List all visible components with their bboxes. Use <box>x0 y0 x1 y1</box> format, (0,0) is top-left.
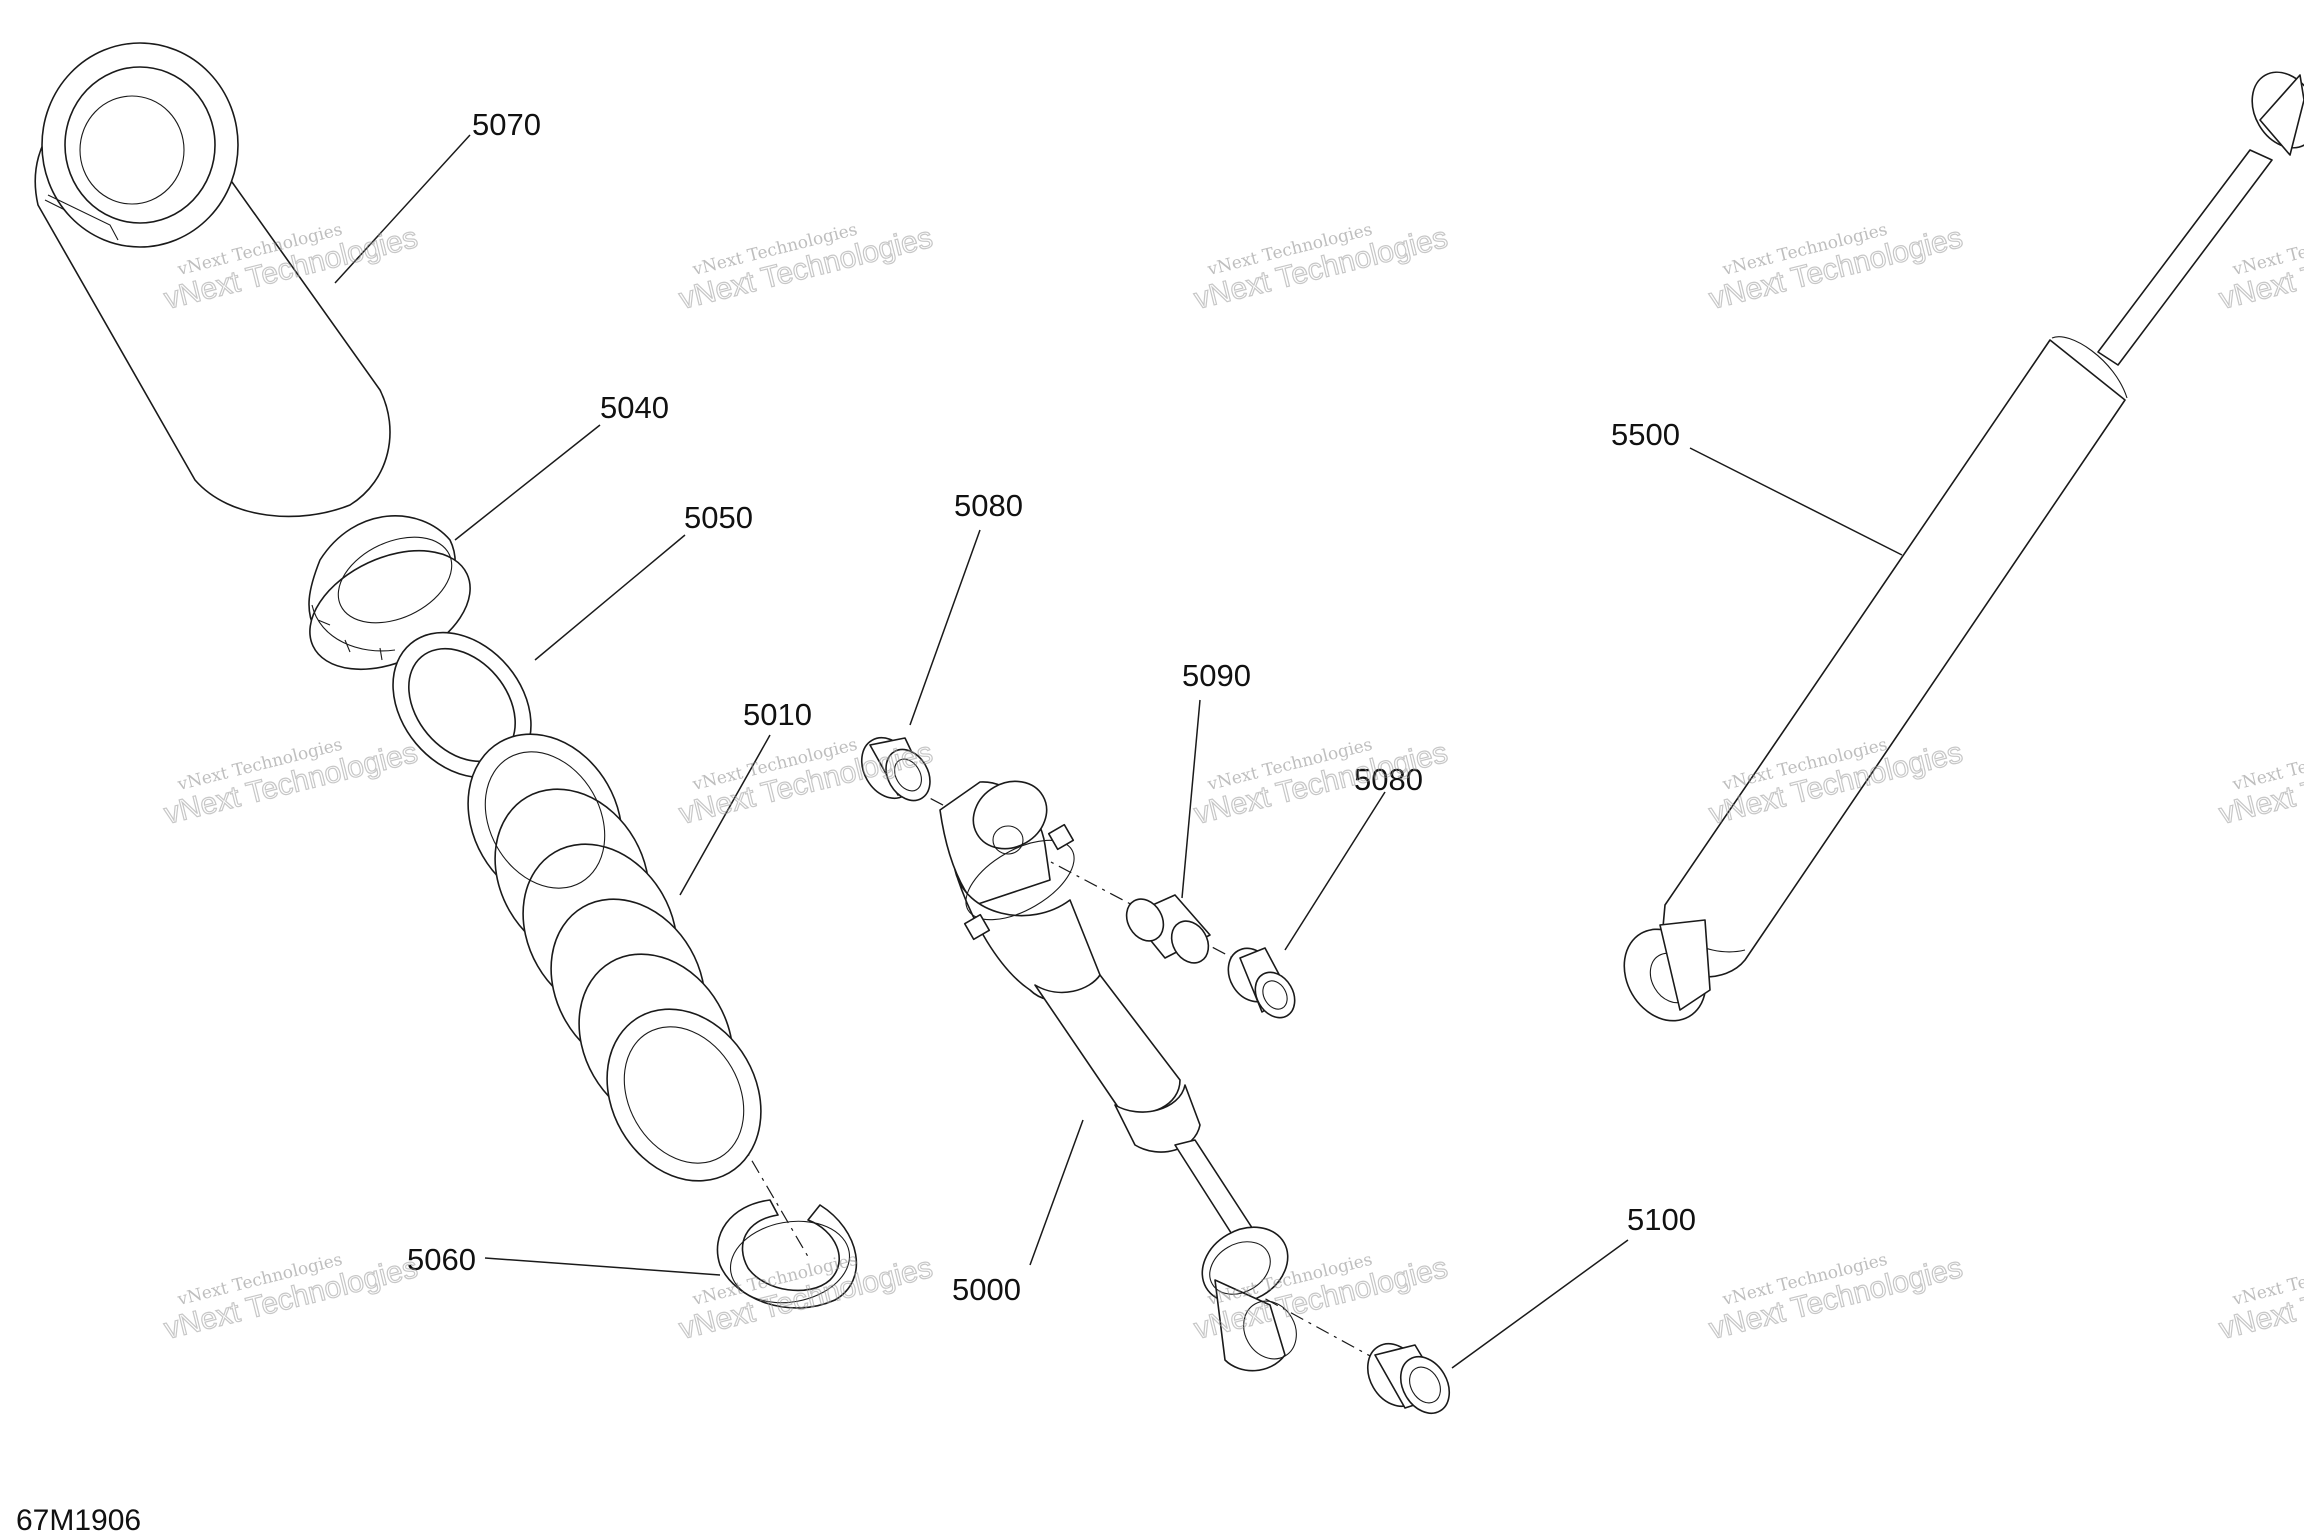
leader-5050 <box>534 534 686 661</box>
part-5070-sleeve <box>34 42 391 518</box>
leader-5040 <box>454 424 601 541</box>
leader-5080b <box>1284 791 1386 951</box>
leader-5000 <box>1029 1119 1084 1266</box>
watermark-tile: vNext Technologies vNext Technologies <box>160 1250 421 1347</box>
part-5500-shock-assembly <box>1623 71 2304 1022</box>
part-5060-split-retainer <box>716 1199 858 1309</box>
part-5080-bushing-top <box>860 737 931 802</box>
watermark-tile: vNext Technologies vNext Technologies <box>2215 735 2304 832</box>
part-5010-coil-spring <box>467 733 762 1182</box>
callout-5500: 5500 <box>1611 417 1680 452</box>
leader-5500 <box>1689 447 1903 556</box>
watermark-tile: vNext Technologies vNext Technologies <box>160 735 421 832</box>
leader-5070 <box>334 134 471 284</box>
part-5090-spacer <box>1125 894 1211 964</box>
callout-5080-top: 5080 <box>954 488 1023 523</box>
watermark-tile: vNext Technologies vNext Technologies <box>1190 735 1451 832</box>
watermark-tile: vNext Technologies vNext Technologies <box>1705 1250 1966 1347</box>
part-5080-bushing-side <box>1227 947 1296 1019</box>
leader-5090 <box>1181 699 1201 899</box>
callout-5060: 5060 <box>407 1242 476 1277</box>
callout-5090: 5090 <box>1182 658 1251 693</box>
leader-5100 <box>1451 1239 1629 1369</box>
watermark-tile: vNext Technologies vNext Technologies <box>1190 220 1451 317</box>
leader-5080a <box>909 529 981 726</box>
watermark-tile: vNext Technologies vNext Technologies <box>675 735 936 832</box>
callout-5040: 5040 <box>600 390 669 425</box>
drawing-reference-code: 67M1906 <box>16 1504 141 1536</box>
callout-5010: 5010 <box>743 697 812 732</box>
callout-5000: 5000 <box>952 1272 1021 1307</box>
leader-5010 <box>679 734 771 896</box>
callout-5050: 5050 <box>684 500 753 535</box>
callout-5100: 5100 <box>1627 1202 1696 1237</box>
callout-5080-side: 5080 <box>1354 762 1423 797</box>
watermark-tile: vNext Technologies vNext Technologies <box>675 1250 936 1347</box>
watermark-tile: vNext Technologies vNext Technologies <box>2215 1250 2304 1347</box>
part-5000-shock-absorber <box>939 780 1297 1372</box>
part-5100-bushing <box>1366 1343 1451 1415</box>
watermark-tile: vNext Technologies vNext Technologies <box>675 220 936 317</box>
callout-5070: 5070 <box>472 107 541 142</box>
leader-5060 <box>484 1257 721 1276</box>
part-5050-washer <box>392 631 532 779</box>
watermark-tile: vNext Technologies vNext Technologies <box>1705 220 1966 317</box>
